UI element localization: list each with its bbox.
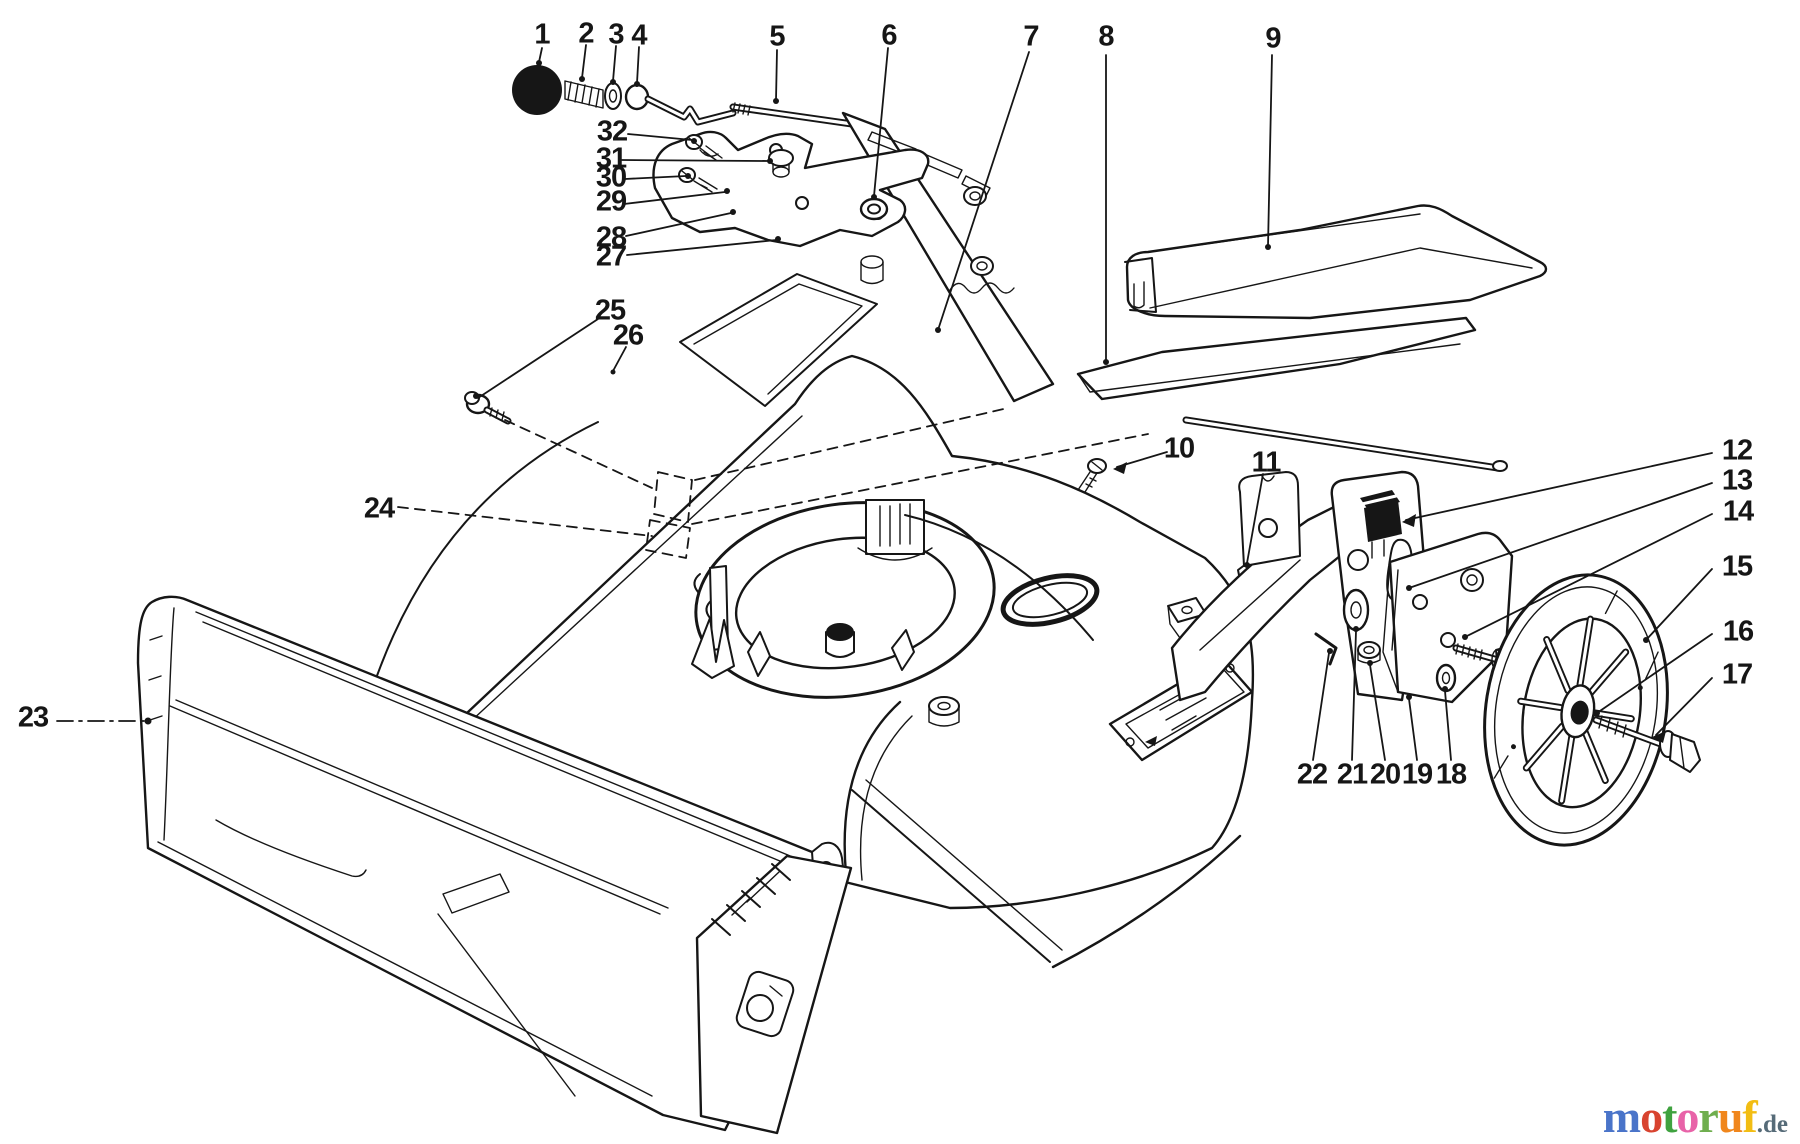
deck-cup-2	[928, 696, 960, 727]
callout-28: 28	[595, 221, 627, 254]
leader-lines	[56, 44, 1713, 761]
callout-15: 15	[1721, 550, 1753, 583]
engine-cover	[1124, 204, 1548, 320]
callout-17: 17	[1721, 658, 1753, 691]
baffle-plate	[1076, 316, 1477, 401]
callout-13: 13	[1721, 464, 1753, 497]
watermark-letter: o	[1640, 1091, 1663, 1142]
callout-5: 5	[769, 20, 785, 53]
rear-wheel	[1483, 573, 1701, 847]
callout-20: 20	[1369, 758, 1401, 791]
callout-19: 19	[1401, 758, 1433, 791]
callout-3: 3	[608, 18, 624, 51]
callout-10: 10	[1163, 432, 1195, 465]
knob-1	[512, 65, 562, 115]
screw-10	[1077, 458, 1107, 493]
knob-assembly	[512, 65, 856, 128]
callout-8: 8	[1098, 20, 1114, 53]
watermark-letter: t	[1662, 1091, 1677, 1142]
wheel-spokes	[1517, 615, 1635, 805]
rod-loop-4	[624, 83, 650, 111]
callout-27: 27	[595, 240, 627, 273]
washer-3	[604, 82, 622, 110]
bushing-31	[768, 149, 794, 178]
callout-18: 18	[1435, 758, 1467, 791]
deck-cup	[825, 623, 855, 658]
callout-6: 6	[881, 19, 897, 52]
callout-1: 1	[534, 18, 550, 51]
watermark-letter: o	[1676, 1091, 1699, 1142]
callout-26: 26	[612, 319, 644, 352]
hidden-hinge	[645, 407, 1149, 559]
impeller	[691, 565, 735, 679]
nut-20	[1357, 641, 1381, 664]
grommet-6	[859, 197, 889, 221]
callout-21: 21	[1336, 758, 1368, 791]
callout-11: 11	[1251, 446, 1282, 479]
callout-22: 22	[1296, 758, 1328, 791]
callout-16: 16	[1722, 615, 1754, 648]
mower-deck	[371, 255, 1259, 969]
name-plate	[1108, 656, 1254, 762]
comb-plate	[695, 854, 853, 1135]
washer-21	[1342, 588, 1370, 632]
callout-23: 23	[17, 701, 49, 734]
watermark-letter: f	[1742, 1091, 1757, 1142]
callout-9: 9	[1265, 22, 1281, 55]
watermark-suffix: .de	[1756, 1111, 1788, 1138]
discharge-chute	[1000, 573, 1100, 627]
deck-boss	[860, 255, 884, 285]
watermark-letter: r	[1698, 1091, 1718, 1142]
callout-2: 2	[578, 17, 594, 50]
callout-12: 12	[1721, 434, 1753, 467]
callout-7: 7	[1023, 20, 1039, 53]
watermark: motoruf.de	[1603, 1094, 1788, 1140]
callout-32: 32	[596, 115, 628, 148]
callout-29: 29	[595, 185, 627, 218]
spring-2	[564, 80, 604, 109]
rear-height-adjuster	[1170, 416, 1523, 704]
watermark-letter: m	[1602, 1091, 1641, 1142]
watermark-letter: u	[1717, 1091, 1744, 1142]
pin-22	[1314, 632, 1338, 666]
callout-14: 14	[1722, 495, 1754, 528]
rubber-block-12	[1360, 490, 1402, 559]
callout-4: 4	[631, 19, 647, 52]
bolt-25	[464, 391, 653, 489]
callout-30: 30	[595, 161, 627, 194]
callout-31: 31	[595, 142, 627, 175]
watermark-word: motoruf	[1602, 1091, 1758, 1142]
callout-25: 25	[594, 294, 626, 327]
callout-24: 24	[363, 492, 395, 525]
rod-5	[729, 102, 856, 128]
axle-bolt-17	[1592, 715, 1701, 773]
front-housing	[136, 595, 853, 1135]
